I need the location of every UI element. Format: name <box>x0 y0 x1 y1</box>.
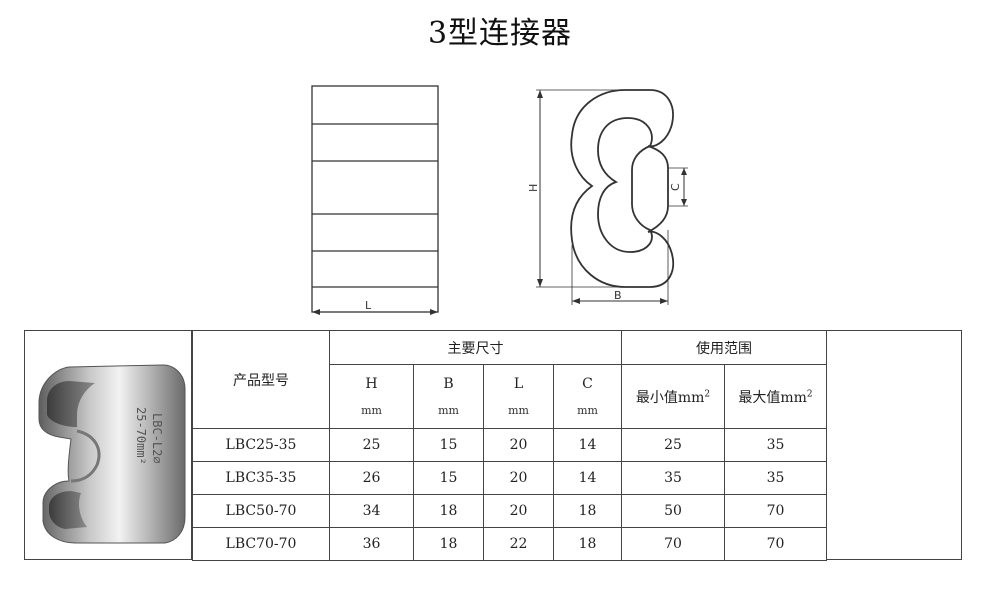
dim-b-unit: mm <box>438 404 459 417</box>
cell-h: 25 <box>329 428 414 462</box>
dim-l-label: L <box>513 376 524 392</box>
cell-b: 15 <box>413 461 484 495</box>
header-max-value: 最大值mm2 <box>724 364 827 429</box>
dim-c-label: C <box>582 376 593 392</box>
c-type-connector-photo-icon: LBC-L2∅ 25-70mm² <box>38 364 186 544</box>
cell-min: 70 <box>621 527 725 561</box>
cell-c: 14 <box>553 461 622 495</box>
cell-l: 20 <box>483 461 554 495</box>
front-view-width-label: B <box>614 289 622 302</box>
cell-min: 50 <box>621 494 725 528</box>
cell-c: 18 <box>553 527 622 561</box>
table-header-row-1: 产品型号 主要尺寸 使用范围 <box>192 330 827 429</box>
header-dim-b: B mm <box>413 364 484 429</box>
dim-c-unit: mm <box>577 404 598 417</box>
cell-h: 36 <box>329 527 414 561</box>
cell-c: 14 <box>553 428 622 462</box>
cell-model: LBC50-70 <box>192 494 330 528</box>
header-product-model: 产品型号 <box>192 330 330 429</box>
header-dim-h: H mm <box>329 364 414 429</box>
min-value-label: 最小值mm <box>635 389 705 406</box>
cell-l: 22 <box>483 527 554 561</box>
max-value-label: 最大值mm <box>738 389 807 406</box>
header-dim-c: C mm <box>553 364 622 429</box>
table-row: LBC35-35 26 15 20 14 35 35 <box>192 461 827 495</box>
front-view-height-label: H <box>527 184 540 192</box>
header-min-value: 最小值mm2 <box>621 364 725 429</box>
dim-b-label: B <box>443 376 454 392</box>
side-view <box>311 85 439 315</box>
table-row: LBC25-35 25 15 20 14 25 35 <box>192 428 827 462</box>
cell-max: 35 <box>724 461 827 495</box>
cell-l: 20 <box>483 428 554 462</box>
cell-h: 34 <box>329 494 414 528</box>
dim-l-unit: mm <box>508 404 529 417</box>
cell-max: 70 <box>724 494 827 528</box>
photo-stamp-line1: LBC-L2∅ <box>150 413 164 464</box>
cell-min: 25 <box>621 428 725 462</box>
product-photo-cell: LBC-L2∅ 25-70mm² <box>24 330 192 560</box>
spec-table: 产品型号 主要尺寸 使用范围 H mm B mm L mm C mm 最小值mm… <box>192 330 827 561</box>
cell-model: LBC25-35 <box>192 428 330 462</box>
cell-b: 15 <box>413 428 484 462</box>
dim-h-unit: mm <box>361 404 382 417</box>
header-dim-l: L mm <box>483 364 554 429</box>
photo-stamp-line2: 25-70mm² <box>134 407 148 465</box>
front-view-gap-label: C <box>669 183 682 191</box>
cell-h: 26 <box>329 461 414 495</box>
technical-drawing: L H B C <box>311 85 688 315</box>
cell-b: 18 <box>413 494 484 528</box>
header-main-dimensions: 主要尺寸 <box>329 330 622 365</box>
table-row: LBC50-70 34 18 20 18 50 70 <box>192 494 827 528</box>
header-usage-range: 使用范围 <box>621 330 827 365</box>
cell-max: 70 <box>724 527 827 561</box>
cell-model: LBC70-70 <box>192 527 330 561</box>
cell-b: 18 <box>413 527 484 561</box>
cell-max: 35 <box>724 428 827 462</box>
page-title: 3型连接器 <box>427 16 573 51</box>
cell-model: LBC35-35 <box>192 461 330 495</box>
cell-min: 35 <box>621 461 725 495</box>
front-view <box>570 89 674 288</box>
table-row: LBC70-70 36 18 22 18 70 70 <box>192 527 827 561</box>
dim-h-label: H <box>365 376 378 392</box>
max-value-sup: 2 <box>806 388 813 399</box>
cell-c: 18 <box>553 494 622 528</box>
min-value-sup: 2 <box>704 388 711 399</box>
cell-l: 20 <box>483 494 554 528</box>
side-view-dimension-label: L <box>365 299 372 312</box>
front-view-dimensions <box>536 89 688 305</box>
blank-table-cell <box>826 330 962 560</box>
